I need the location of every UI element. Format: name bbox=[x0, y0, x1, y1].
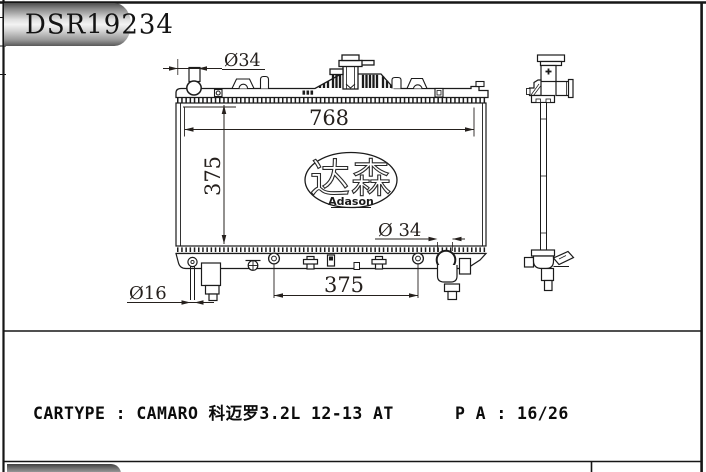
outlet-pipe-body bbox=[436, 265, 458, 283]
dim-label-inlet-diameter: Ø34 bbox=[224, 51, 261, 71]
part-number-badge: DSR19234 bbox=[4, 3, 173, 46]
dim-label-bracket-span: 375 bbox=[324, 273, 364, 297]
dim-label-pin-diameter: Ø16 bbox=[129, 283, 167, 304]
spec-line-cartype: CARTYPE : CAMARO 科迈罗3.2L 12-13 AT bbox=[33, 403, 394, 423]
part-number-text: DSR19234 bbox=[25, 8, 174, 41]
small-tab bbox=[353, 262, 360, 270]
side-outlet-block bbox=[540, 267, 555, 282]
side-bottom-header bbox=[530, 249, 556, 257]
logo-latin-text: Adason bbox=[328, 195, 374, 208]
logo-chinese-text: 达森 bbox=[310, 156, 392, 202]
radiator-side-view bbox=[523, 54, 575, 292]
bottom-tank-fittings bbox=[187, 249, 472, 302]
dim-outlet-diameter: Ø 34 bbox=[375, 220, 465, 252]
cap-top bbox=[341, 54, 360, 62]
spec-block-left: CARTYPE : CAMARO 科迈罗3.2L 12-13 AT CORE S… bbox=[33, 352, 394, 472]
dim-core-width: 768 bbox=[184, 106, 475, 137]
dim-core-height: 375 bbox=[183, 105, 236, 244]
outlet-bracket bbox=[458, 257, 472, 275]
overflow-pipe bbox=[329, 68, 344, 76]
spec-block-right: P A : 16/26 DPI :13345/13344 OEM :227625… bbox=[455, 352, 682, 472]
small-boss bbox=[259, 75, 270, 89]
next-sheet-badge-partial bbox=[7, 464, 121, 472]
inlet-pipe bbox=[186, 66, 202, 96]
mount-bracket bbox=[200, 262, 222, 287]
side-outlet-foot bbox=[543, 279, 553, 292]
side-top-header bbox=[530, 94, 556, 104]
top-tank-fittings bbox=[213, 75, 485, 98]
filler-neck-and-cap bbox=[329, 54, 375, 90]
side-neck-cross-mark bbox=[545, 68, 552, 75]
small-boss bbox=[391, 76, 402, 89]
dim-inlet-diameter: Ø34 bbox=[163, 51, 265, 75]
tank-hump-stripes bbox=[318, 74, 393, 88]
vent-slots bbox=[302, 90, 314, 95]
side-tank-cup bbox=[532, 255, 555, 270]
neck-tab bbox=[360, 59, 375, 66]
side-core-ticks bbox=[541, 118, 546, 234]
dim-label-core-width: 768 bbox=[309, 106, 349, 130]
radiator-front-view bbox=[175, 54, 489, 302]
dim-label-core-height: 375 bbox=[201, 156, 225, 196]
spec-line-pa: P A : 16/26 bbox=[455, 403, 569, 423]
side-diagonal-bracket bbox=[552, 250, 575, 266]
side-inlet-pipe bbox=[555, 80, 570, 97]
adason-logo: 达森 Adason bbox=[304, 151, 398, 209]
dim-pin-diameter: Ø16 bbox=[127, 283, 214, 305]
dimension-annotations: Ø34 768 375 bbox=[127, 51, 475, 305]
dim-label-outlet-diameter: Ø 34 bbox=[378, 220, 421, 241]
core-outline bbox=[175, 102, 487, 247]
side-left-wing bbox=[523, 256, 535, 268]
dim-bracket-span: 375 bbox=[273, 264, 419, 298]
cap-rim bbox=[338, 59, 363, 68]
side-cap-top bbox=[536, 54, 566, 63]
end-tab bbox=[475, 80, 485, 88]
